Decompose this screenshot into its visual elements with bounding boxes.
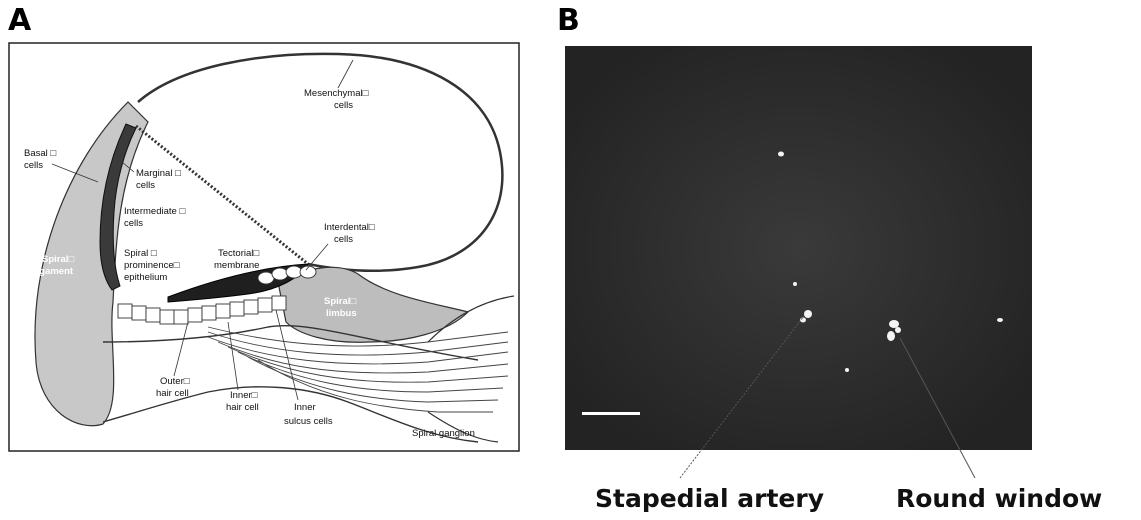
label-spiral-ligament-2: ligament [34, 266, 74, 277]
label-interdental-2: cells [334, 234, 353, 245]
spot [800, 318, 806, 323]
label-interdental-1: Interdental□ [324, 222, 375, 233]
label-marginal-1: Marginal □ [136, 168, 181, 179]
spot [845, 368, 849, 372]
label-spiral-prominence-1: Spiral □ [124, 248, 157, 259]
callout-round-window: Round window [896, 484, 1102, 513]
label-tectorial-2: membrane [214, 260, 259, 271]
scale-bar [582, 412, 640, 415]
spot [804, 310, 812, 318]
label-spiral-limbus-1: Spiral□ [324, 296, 356, 307]
spot [887, 331, 895, 341]
label-spiral-ganglion: Spiral ganglion [412, 428, 475, 439]
label-mesenchymal-1: Mesenchymal□ [304, 88, 369, 99]
panel-b-letter: B [557, 6, 580, 36]
spot [778, 152, 784, 157]
callout-stapedial-artery: Stapedial artery [595, 484, 824, 513]
label-outer-hair-2: hair cell [156, 388, 189, 399]
label-basal-2: cells [24, 160, 43, 171]
micrograph [565, 46, 1032, 450]
label-spiral-limbus-2: limbus [326, 308, 357, 319]
label-marginal-2: cells [136, 180, 155, 191]
spot [889, 320, 899, 328]
label-spiral-ligament-1: Spiral□ [42, 254, 74, 265]
label-inner-hair-1: Inner□ [230, 390, 258, 401]
cochlea-schematic: Mesenchymal□ cells Basal □ cells Margina… [8, 42, 520, 452]
spot [895, 327, 901, 333]
micrograph-background [565, 46, 1032, 450]
label-mesenchymal-2: cells [334, 100, 353, 111]
label-spiral-prominence-3: epithelium [124, 272, 167, 283]
label-inner-sulcus-2: sulcus cells [284, 416, 333, 427]
label-outer-hair-1: Outer□ [160, 376, 190, 387]
label-inner-sulcus-1: Inner [294, 402, 316, 413]
label-inner-hair-2: hair cell [226, 402, 259, 413]
spot [997, 318, 1003, 322]
panel-a-letter: A [8, 6, 31, 36]
label-intermediate-2: cells [124, 218, 143, 229]
spot [793, 282, 797, 286]
label-intermediate-1: Intermediate □ [124, 206, 185, 217]
label-tectorial-1: Tectorial□ [218, 248, 259, 259]
label-spiral-prominence-2: prominence□ [124, 260, 180, 271]
label-basal-1: Basal □ [24, 148, 56, 159]
